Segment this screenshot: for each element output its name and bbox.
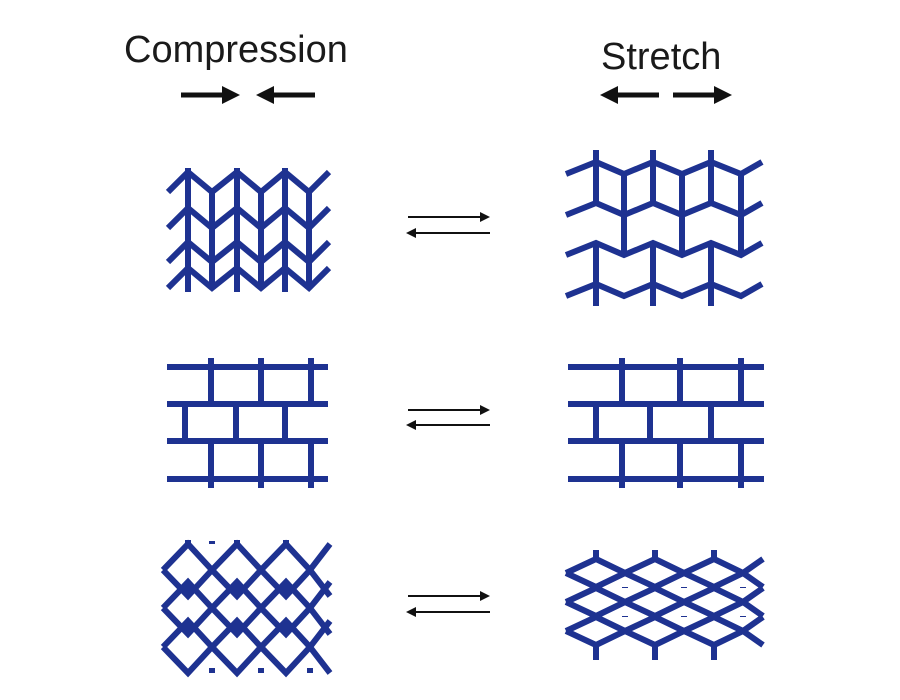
zigzag-rib: [165, 263, 332, 293]
hex-edge: [564, 569, 765, 591]
hex-edge: [160, 642, 333, 678]
compression-arrows: [181, 86, 315, 104]
stretch-heading: Stretch: [601, 36, 722, 78]
zigzag-rib: [564, 199, 764, 219]
brick-stretched-lattice: [568, 358, 764, 488]
arrow-right-icon: [673, 86, 732, 104]
compression-heading: Compression: [124, 29, 348, 71]
zigzag-rib: [165, 237, 332, 267]
honeycomb-stretched-lattice: [564, 550, 765, 660]
hex-edge: [160, 577, 333, 613]
hex-edge: [160, 539, 333, 575]
hex-edge: [564, 613, 765, 635]
hex-edge: [160, 565, 333, 601]
reversible-arrows-icon: [406, 591, 490, 617]
stretch-arrows: [600, 86, 732, 104]
brick-compressed-lattice: [167, 358, 328, 488]
arrow-right-icon: [181, 86, 240, 104]
zigzag-compressed-lattice: [165, 167, 332, 293]
hex-edge: [564, 598, 765, 620]
zigzag-rib: [564, 158, 764, 178]
reversible-arrows-icon: [406, 405, 490, 430]
zigzag-rib: [165, 167, 332, 197]
hex-edge: [564, 555, 765, 577]
zigzag-rib: [165, 203, 332, 233]
zigzag-rib: [564, 280, 764, 300]
hex-edge: [564, 584, 765, 606]
reversible-arrows-icon: [406, 212, 490, 238]
arrow-left-icon: [600, 86, 659, 104]
arrow-left-icon: [256, 86, 315, 104]
hex-edge: [564, 627, 765, 649]
honeycomb-compressed-lattice: [160, 539, 333, 678]
zigzag-rib: [564, 239, 764, 259]
zigzag-stretched-lattice: [564, 150, 764, 306]
hex-edge: [160, 616, 333, 652]
